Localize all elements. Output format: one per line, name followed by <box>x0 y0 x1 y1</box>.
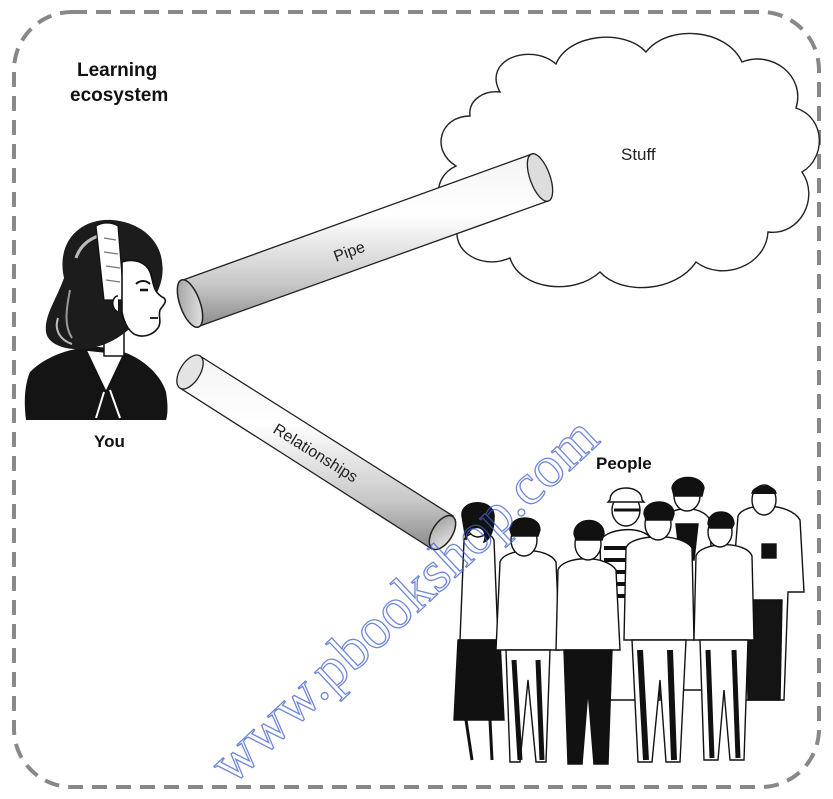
stuff-cloud: Stuff <box>439 33 820 287</box>
you-label: You <box>94 432 125 451</box>
person-front-3 <box>624 502 694 762</box>
stuff-label: Stuff <box>621 145 656 164</box>
diagram-title: Learning ecosystem <box>70 60 168 106</box>
you-figure <box>25 220 168 420</box>
person-front-4 <box>694 512 754 760</box>
person-front-1 <box>496 518 560 762</box>
pipe-to-people: Relationships <box>171 351 461 554</box>
title-line-2: ecosystem <box>70 85 168 106</box>
title-line-1: Learning <box>77 60 157 81</box>
people-label: People <box>596 454 652 473</box>
